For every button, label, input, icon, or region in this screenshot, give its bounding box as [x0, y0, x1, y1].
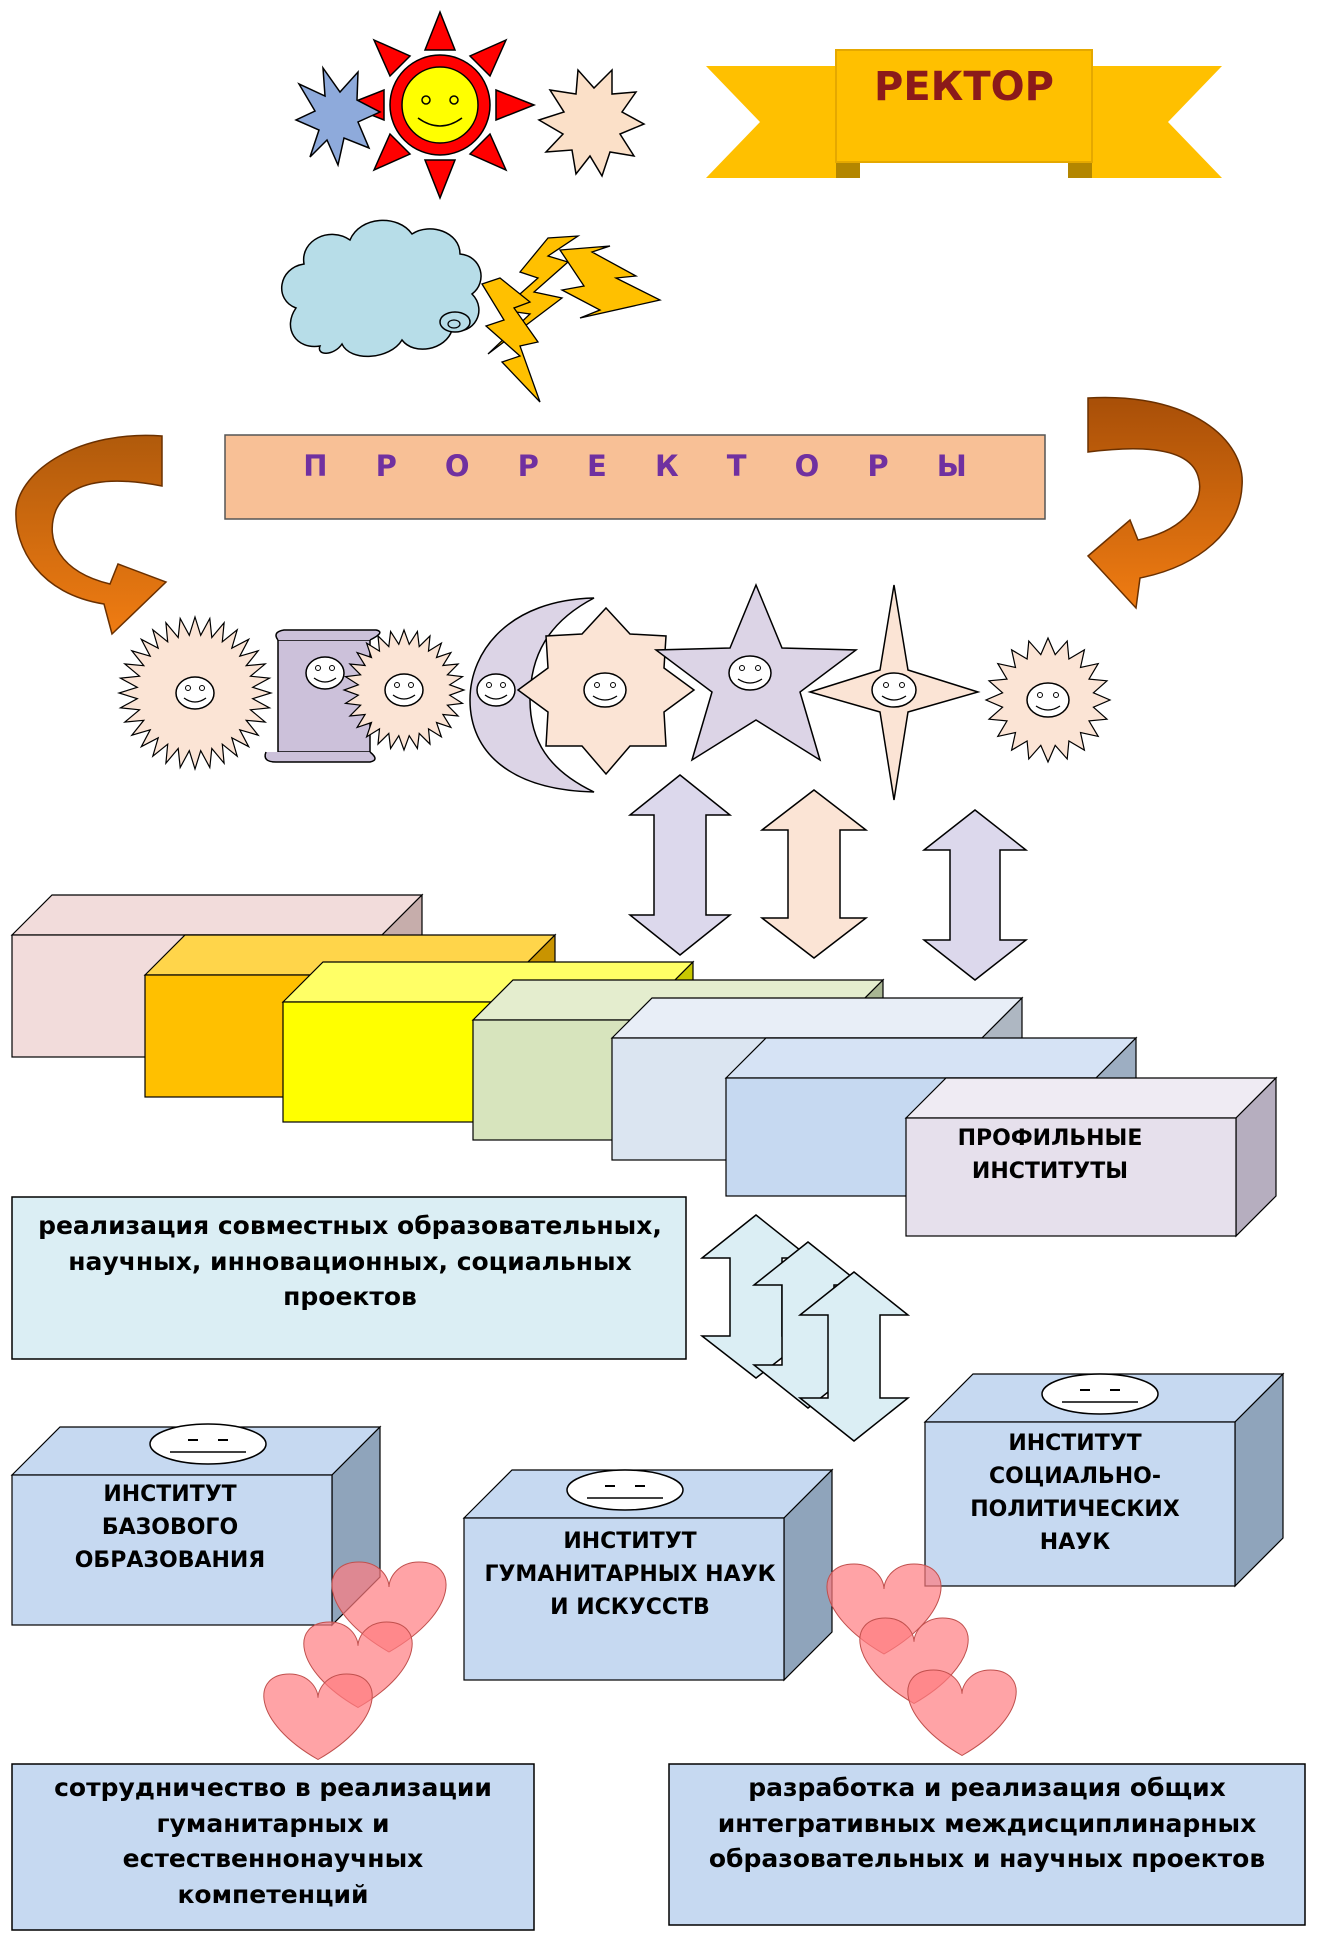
prorectors-label: П Р О Р Е К Т О Р Ы [303, 449, 967, 483]
stack-block-7 [904, 1076, 1278, 1238]
lightning-icon [481, 235, 662, 403]
hearts-decoration [263, 1561, 1017, 1761]
rector-banner [706, 49, 1222, 178]
smiley-compass-star-icon [807, 584, 981, 801]
peach-burst-icon [537, 68, 646, 178]
bottom-left-text: сотрудничество в реализации гуманитарных… [54, 1773, 492, 1909]
institute-socio-political-label: ИНСТИТУТ СОЦИАЛЬНО-ПОЛИТИЧЕСКИХ НАУК [970, 1431, 1180, 1555]
smiley-seal-icon [342, 628, 466, 752]
bottom-right-text: разработка и реализация общих интегратив… [708, 1773, 1266, 1873]
smiley-octagram-icon [516, 606, 696, 776]
smiley-star-icon [653, 583, 859, 762]
bottom-right-box [668, 1763, 1306, 1926]
prorectors-bar [224, 434, 1046, 520]
heart-6 [907, 1669, 1017, 1757]
cloud-icon [281, 219, 482, 357]
sun-icon [343, 9, 537, 201]
heart-3 [263, 1673, 373, 1761]
rector-label: РЕКТОР [874, 64, 1054, 110]
institute-cube-humanities [462, 1468, 834, 1682]
institute-basic-label: ИНСТИТУТ БАЗОВОГО ОБРАЗОВАНИЯ [74, 1482, 266, 1573]
heart-4 [826, 1563, 942, 1655]
double-arrows-top [627, 774, 1029, 981]
smiley-burst-icon [116, 614, 274, 772]
institute-humanities-label: ИНСТИТУТ ГУМАНИТАРНЫХ НАУК И ИСКУССТВ [484, 1529, 776, 1620]
smiley-scroll-icon [264, 629, 381, 763]
double-arrows-middle [699, 1214, 911, 1442]
curved-arrow-right-icon [1086, 396, 1243, 610]
institute-cube-socio-political [923, 1372, 1285, 1588]
curved-arrow-left-icon [15, 434, 168, 636]
institutes-stack [10, 893, 1278, 1238]
smiley-gear-icon [984, 636, 1112, 764]
heart-1 [331, 1561, 447, 1653]
bottom-left-box [11, 1763, 535, 1931]
smiley-shapes-row [116, 583, 1112, 801]
joint-projects-text: реализация совместных образовательных, н… [38, 1211, 662, 1311]
blue-burst-icon [294, 65, 382, 168]
profile-institutes-label: ПРОФИЛЬНЫЕ ИНСТИТУТЫ [957, 1126, 1143, 1184]
smiley-moon-icon [469, 597, 595, 793]
joint-projects-box [11, 1196, 687, 1360]
